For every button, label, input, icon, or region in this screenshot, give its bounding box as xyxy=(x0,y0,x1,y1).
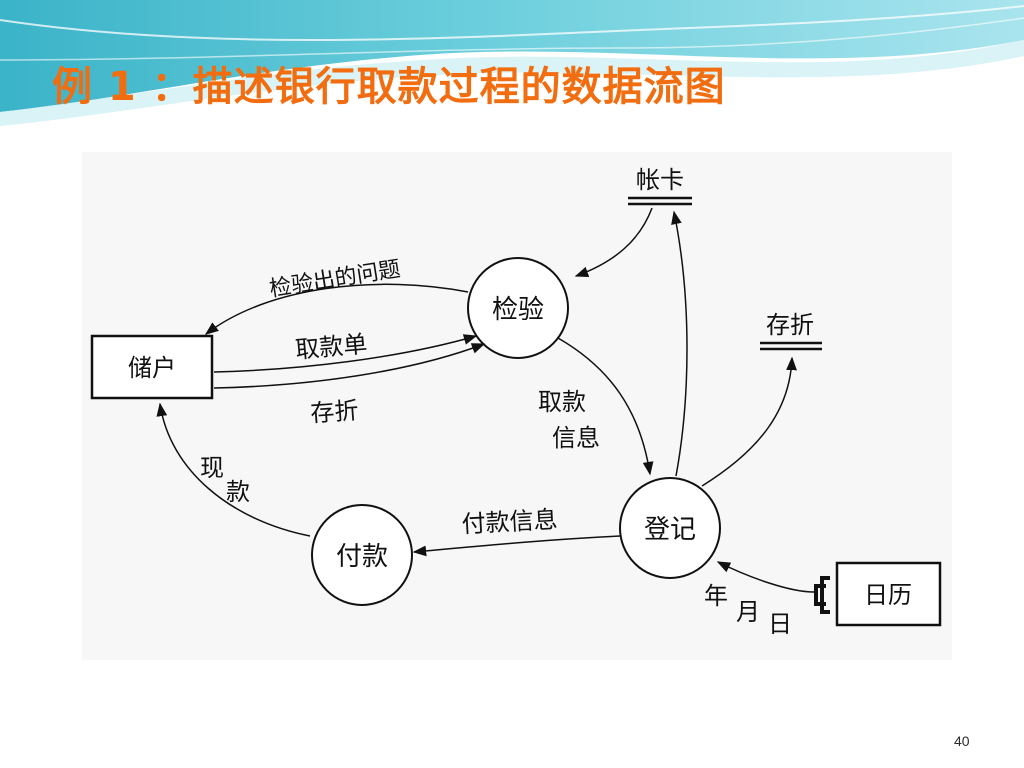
flow-passbook-in-label: 存折 xyxy=(310,396,360,427)
entity-calendar: 日历 xyxy=(814,561,942,627)
entity-calendar-box xyxy=(835,561,942,627)
entity-depositor-box xyxy=(90,334,214,400)
flow-withdrawal-slip xyxy=(213,334,478,373)
diagram-panel xyxy=(82,152,952,660)
process-verify-circle xyxy=(467,257,569,359)
flow-register-to-passbook xyxy=(701,356,797,487)
flow-calendar-to-register xyxy=(716,561,815,593)
flow-verify-problems-label: 检验出的问题 xyxy=(268,257,402,302)
process-verify-label: 检验 xyxy=(492,295,544,325)
flow-date-part2: 月 xyxy=(736,598,760,626)
process-payment-label: 付款 xyxy=(336,542,388,572)
flow-cash-line1: 现 xyxy=(200,454,224,482)
process-payment: 付款 xyxy=(311,504,413,606)
flow-withdrawal-slip-label: 取款单 xyxy=(294,330,368,364)
flow-verify-to-depositor xyxy=(204,283,469,335)
flow-passbook-in xyxy=(213,343,486,389)
flow-payment-info-label: 付款信息 xyxy=(461,506,558,539)
flow-register-to-payment xyxy=(412,535,621,557)
store-account-card: 帐卡 xyxy=(628,166,692,206)
flow-date-part3: 日 xyxy=(768,610,792,638)
entity-depositor-label: 储户 xyxy=(128,354,176,382)
process-register-label: 登记 xyxy=(644,515,696,545)
flow-payment-to-depositor xyxy=(156,402,311,537)
entity-calendar-label: 日历 xyxy=(864,581,912,609)
page-number: 40 xyxy=(954,733,970,749)
flow-withdrawal-info-line1: 取款 xyxy=(538,388,586,416)
slide-title: 例 1 ：描述银行取款过程的数据流图 xyxy=(52,64,726,110)
store-passbook: 存折 xyxy=(760,311,822,351)
process-payment-circle xyxy=(311,504,413,606)
entity-depositor: 储户 xyxy=(90,334,214,400)
store-account-card-label: 帐卡 xyxy=(636,166,684,194)
entity-calendar-bracket xyxy=(814,576,830,614)
flow-date-part1: 年 xyxy=(704,582,728,610)
flow-account-card-to-verify xyxy=(574,207,653,277)
store-passbook-label: 存折 xyxy=(766,311,814,339)
flow-cash-line2: 款 xyxy=(226,478,250,506)
flow-withdrawal-info-line2: 信息 xyxy=(552,424,600,452)
process-register-circle xyxy=(619,477,721,579)
process-register: 登记 xyxy=(619,477,721,579)
flow-register-to-account-card xyxy=(671,210,688,477)
header-wave-decoration xyxy=(0,0,1024,126)
flow-verify-to-register xyxy=(557,337,654,476)
process-verify: 检验 xyxy=(467,257,569,359)
